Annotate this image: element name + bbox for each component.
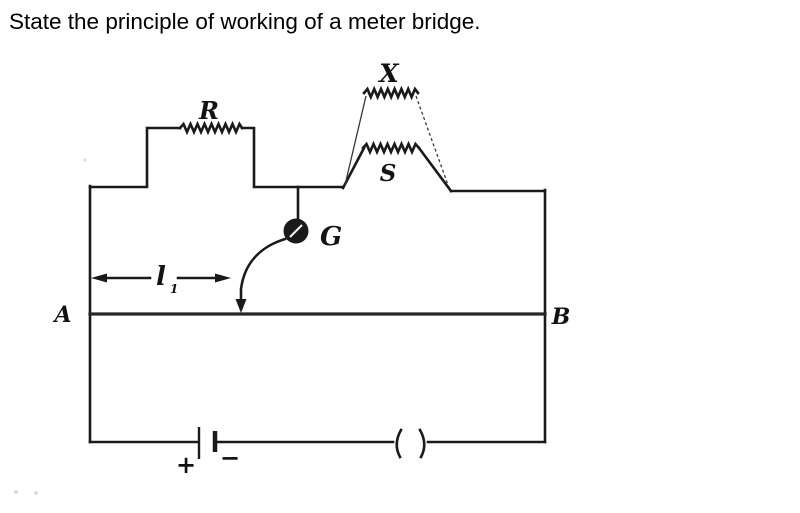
question-text: State the principle of working of a mete… — [9, 9, 481, 34]
resistor-X-left-slope — [344, 95, 367, 186]
length-arrow-left-head — [91, 273, 107, 283]
key-gap-icon — [395, 428, 426, 459]
resistor-X-zigzag — [362, 85, 420, 101]
resistor-S-label: S — [380, 160, 397, 187]
component-labels: R X S G A B — [52, 59, 570, 330]
galvanometer-icon — [283, 218, 309, 244]
resistor-X-right-slope — [415, 95, 449, 186]
scan-speck — [83, 158, 87, 162]
length-arrow-right-head — [215, 273, 231, 283]
scan-speck — [14, 490, 18, 494]
length-label-subscript: 1 — [170, 282, 178, 296]
scan-artifacts — [14, 158, 87, 495]
resistor-R-zigzag — [178, 120, 244, 136]
length-marker: l 1 — [91, 262, 231, 296]
galvanometer-label: G — [320, 222, 342, 252]
wire-top-left — [88, 126, 182, 189]
key-right-contact — [418, 428, 426, 459]
terminal-B-label: B — [551, 304, 571, 330]
jockey-wire — [239, 237, 287, 303]
terminal-A-label: A — [52, 302, 71, 328]
battery-minus-sign: − — [220, 443, 240, 472]
jockey-icon — [235, 237, 287, 313]
key-left-contact — [395, 428, 403, 459]
circuit-wires — [88, 85, 547, 444]
battery-plus-sign: + — [176, 450, 196, 479]
wire-middle — [240, 126, 345, 189]
resistor-R-label: R — [198, 96, 219, 125]
galvanometer-needle — [289, 224, 303, 238]
resistor-S-right-slope — [417, 146, 453, 193]
battery-cell-icon: + − — [176, 427, 240, 479]
length-label: l — [156, 262, 166, 292]
resistor-X-label: X — [377, 59, 400, 88]
resistor-S-zigzag — [361, 140, 421, 156]
scan-speck — [34, 491, 38, 495]
jockey-contact-arrow — [235, 299, 247, 313]
